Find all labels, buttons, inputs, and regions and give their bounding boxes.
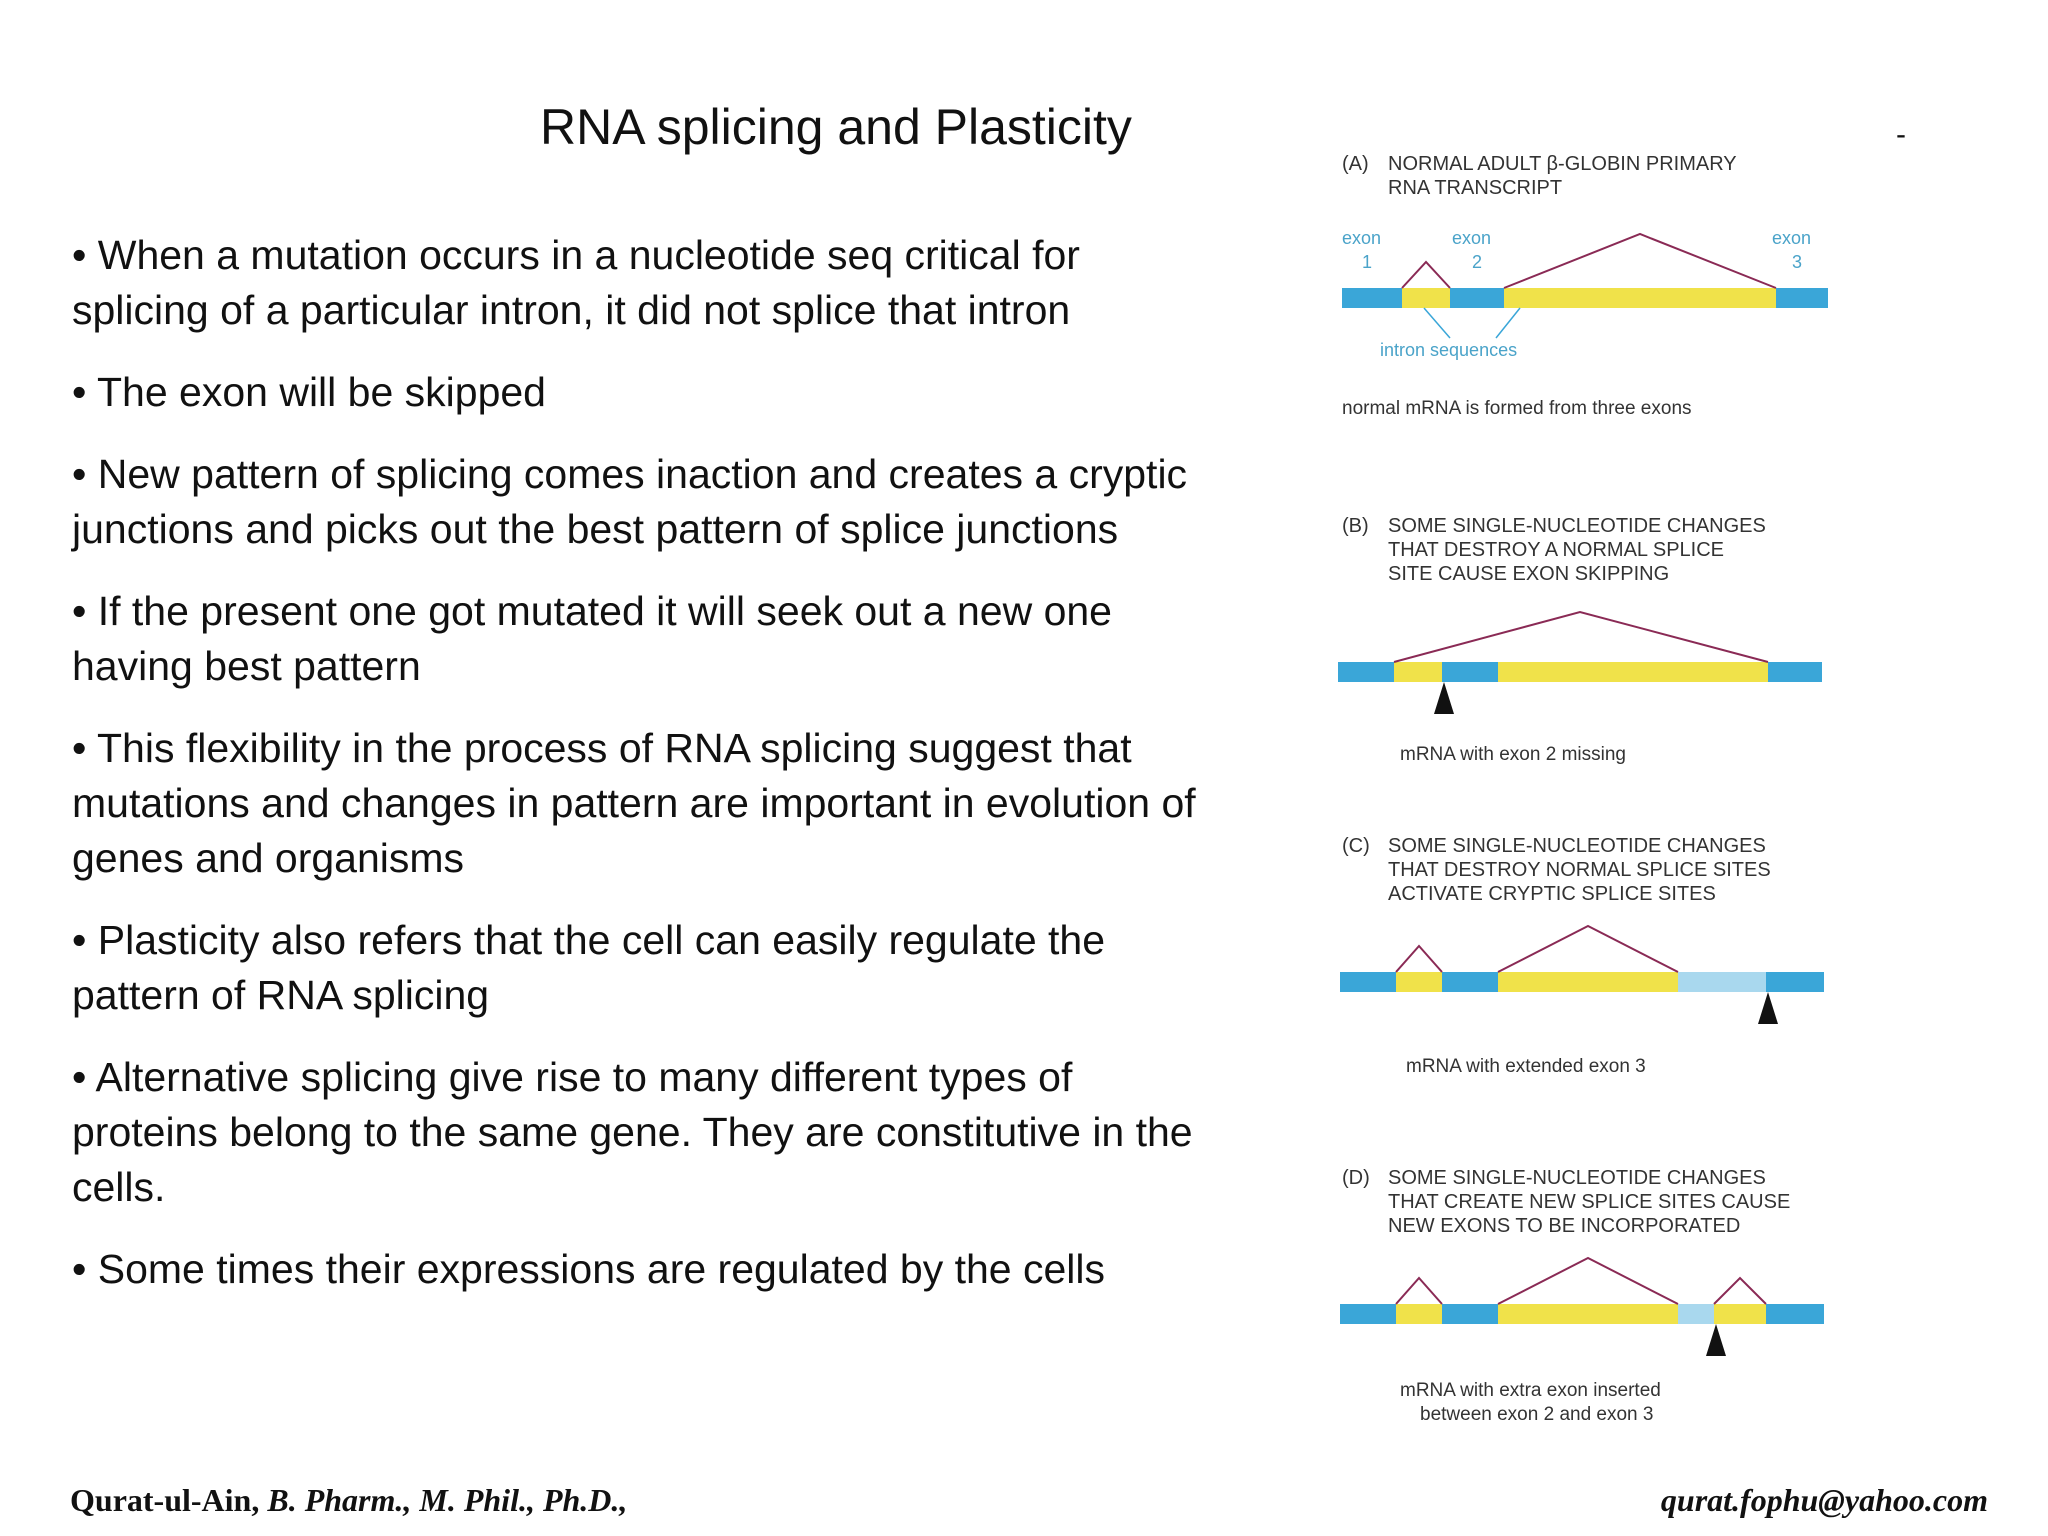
panel-d-caption-line2: between exon 2 and exon 3 [1420,1404,1653,1425]
mutation-marker [1706,1324,1726,1356]
panel-d-label: (D) [1342,1167,1370,1189]
splicing-diagram: (A) NORMAL ADULT β-GLOBIN PRIMARY RNA TR… [1338,153,1828,1425]
panel-c: (C) SOME SINGLE-NUCLEOTIDE CHANGES THAT … [1340,835,1824,1077]
intron1-block [1394,662,1442,682]
exon2-block [1442,972,1498,992]
intron1-block [1402,288,1450,308]
intron1-block [1396,972,1442,992]
exon1-block [1340,1304,1396,1324]
exon1-block [1340,972,1396,992]
author-degrees: B. Pharm., M. Phil., Ph.D., [267,1482,628,1518]
bullet-item: • If the present one got mutated it will… [72,588,1112,689]
splice-arc [1503,232,1777,289]
author-name: Qurat-ul-Ain, [70,1482,260,1518]
splice-arc [1497,1256,1679,1305]
intron3-block [1714,1304,1766,1324]
exon1-block [1342,288,1402,308]
panel-a-title-line2: RNA TRANSCRIPT [1388,177,1562,199]
exon3-label: exon [1772,228,1811,248]
exon2-block [1442,1304,1498,1324]
slide-title: RNA splicing and Plasticity [540,99,1132,155]
panel-d-title-line1: SOME SINGLE-NUCLEOTIDE CHANGES [1388,1167,1766,1189]
panel-c-label: (C) [1342,835,1370,857]
panel-b-caption: mRNA with exon 2 missing [1400,744,1626,765]
bullet-item: • Alternative splicing give rise to many… [72,1054,1193,1210]
intron2-block [1498,662,1768,682]
intron1-block [1396,1304,1442,1324]
intron2-block [1498,972,1678,992]
exon2-block [1442,662,1498,682]
author-email: qurat.fophu@yahoo.com [1660,1482,1988,1518]
bullet-item: • Some times their expressions are regul… [72,1246,1106,1292]
bullet-item: • This flexibility in the process of RNA… [72,725,1196,881]
pointer-line [1495,307,1521,339]
panel-a-title-line1: NORMAL ADULT β-GLOBIN PRIMARY [1388,153,1737,175]
panel-b: (B) SOME SINGLE-NUCLEOTIDE CHANGES THAT … [1338,515,1822,765]
panel-a-label: (A) [1342,153,1369,175]
exon3-block [1776,288,1828,308]
intron2-block [1498,1304,1678,1324]
cryptic-exon-extension [1678,972,1766,992]
panel-b-label: (B) [1342,515,1369,537]
exon3-block [1766,972,1824,992]
bullet-item: • New pattern of splicing comes inaction… [72,451,1188,552]
splice-arc [1395,1276,1443,1305]
panel-b-title-line3: SITE CAUSE EXON SKIPPING [1388,563,1669,585]
panel-c-title-line2: THAT DESTROY NORMAL SPLICE SITES [1388,859,1771,881]
exon3-block [1768,662,1822,682]
author-credit: Qurat-ul-Ain, B. Pharm., M. Phil., Ph.D.… [70,1482,627,1519]
splice-arc [1497,924,1679,973]
panel-c-caption: mRNA with extended exon 3 [1406,1056,1646,1077]
exon3-number: 3 [1792,252,1802,272]
exon1-block [1338,662,1394,682]
splice-arc [1401,260,1451,289]
bullet-item: • When a mutation occurs in a nucleotide… [72,232,1080,333]
exon1-label: exon [1342,228,1381,248]
exon1-number: 1 [1362,252,1372,272]
panel-b-title-line2: THAT DESTROY A NORMAL SPLICE [1388,539,1724,561]
panel-a-caption: normal mRNA is formed from three exons [1342,398,1692,419]
panel-d-caption-line1: mRNA with extra exon inserted [1400,1380,1661,1401]
pointer-line [1423,307,1451,339]
mutation-marker [1434,682,1454,714]
splicing-figure: (A) NORMAL ADULT β-GLOBIN PRIMARY RNA TR… [1320,130,1920,1450]
bullet-list: • When a mutation occurs in a nucleotide… [72,228,1222,1324]
splice-arc [1395,944,1443,973]
panel-d-title-line2: THAT CREATE NEW SPLICE SITES CAUSE [1388,1191,1790,1213]
intron-sequences-label: intron sequences [1380,340,1517,360]
stray-dash: - [1896,118,1906,151]
panel-a: (A) NORMAL ADULT β-GLOBIN PRIMARY RNA TR… [1342,153,1828,419]
splice-arc [1713,1276,1767,1305]
panel-c-title-line3: ACTIVATE CRYPTIC SPLICE SITES [1388,883,1716,905]
panel-d: (D) SOME SINGLE-NUCLEOTIDE CHANGES THAT … [1340,1167,1824,1425]
bullet-item: • The exon will be skipped [72,369,546,415]
exon2-label: exon [1452,228,1491,248]
exon3-block [1766,1304,1824,1324]
mutation-marker [1758,992,1778,1024]
splice-arc [1393,610,1769,663]
panel-d-title-line3: NEW EXONS TO BE INCORPORATED [1388,1215,1740,1237]
panel-b-title-line1: SOME SINGLE-NUCLEOTIDE CHANGES [1388,515,1766,537]
new-exon-block [1678,1304,1714,1324]
exon2-block [1450,288,1504,308]
exon2-number: 2 [1472,252,1482,272]
bullet-item: • Plasticity also refers that the cell c… [72,917,1106,1018]
intron2-block [1504,288,1776,308]
panel-c-title-line1: SOME SINGLE-NUCLEOTIDE CHANGES [1388,835,1766,857]
